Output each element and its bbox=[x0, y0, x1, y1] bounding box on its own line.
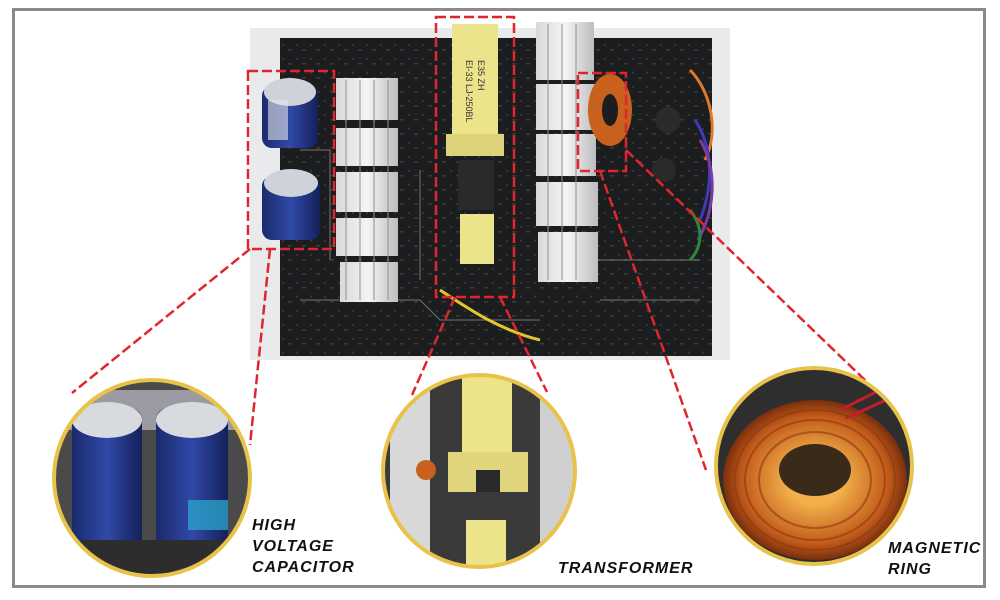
highlight-transformer-box bbox=[434, 15, 516, 299]
highlight-boxes bbox=[246, 15, 628, 299]
board-transformer: E35 ZH EI-33 LJ-250BL bbox=[446, 24, 504, 264]
board-wires bbox=[439, 68, 714, 342]
transformer-callout bbox=[381, 373, 577, 569]
magnetic-ring-callout bbox=[714, 366, 914, 566]
board-toroid bbox=[588, 74, 681, 182]
callout-lines bbox=[71, 149, 869, 471]
highlight-capacitor-box bbox=[246, 69, 336, 251]
highlight-toroid-box bbox=[576, 71, 628, 173]
magnetic-ring-label: MAGNETIC RING bbox=[888, 540, 982, 578]
transformer-label: TRANSFORMER bbox=[558, 560, 694, 577]
board-transformer-code: E35 ZH bbox=[476, 60, 486, 91]
heat-sinks bbox=[336, 22, 598, 302]
board-capacitors bbox=[262, 78, 320, 240]
board-transformer-marking: EI-33 LJ-250BL bbox=[464, 60, 474, 123]
capacitor-callout bbox=[52, 378, 252, 578]
high-voltage-capacitor-label: HIGH VOLTAGE CAPACITOR bbox=[252, 517, 355, 576]
